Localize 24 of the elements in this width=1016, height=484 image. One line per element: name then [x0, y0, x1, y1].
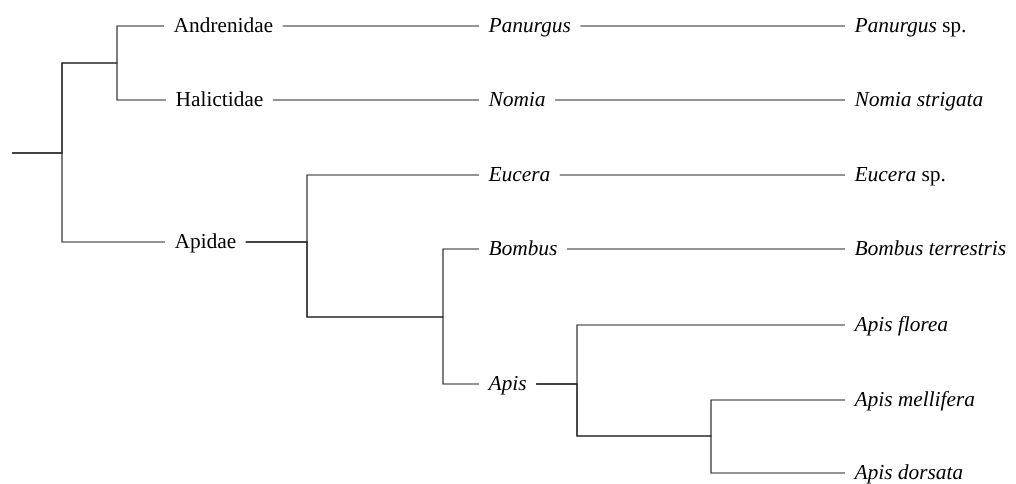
taxon-label: Apidae: [174, 233, 236, 253]
taxon-label: Andrenidae: [173, 17, 273, 33]
tree-branch: [11, 152, 166, 243]
taxon-label: Bombus terrestris: [854, 240, 1006, 256]
tree-branch: [272, 99, 480, 101]
taxon-label: Nomia strigata: [854, 91, 983, 111]
taxon-label: Bombus: [488, 240, 557, 256]
taxon-label: Nomia: [488, 91, 545, 107]
taxon-label: Panurgus sp.: [854, 18, 965, 37]
tree-branch: [245, 241, 480, 385]
taxon-label: Halictidae: [176, 91, 263, 107]
tree-branch: [554, 99, 846, 101]
tree-branch: [566, 248, 846, 250]
taxon-label: Apis mellifera: [853, 391, 975, 411]
tree-branch: [579, 25, 846, 27]
tree-branch: [282, 25, 480, 27]
taxon-label: Eucera: [488, 167, 550, 182]
taxon-label: Apis florea: [853, 316, 948, 336]
taxon-label: Apis: [487, 375, 526, 395]
taxon-label: Apis dorsata: [853, 464, 963, 484]
taxon-label: Panurgus: [488, 18, 571, 37]
tree-branch: [559, 174, 846, 176]
tree-branch: [535, 383, 846, 474]
taxon-label: Eucera sp.: [854, 167, 945, 186]
